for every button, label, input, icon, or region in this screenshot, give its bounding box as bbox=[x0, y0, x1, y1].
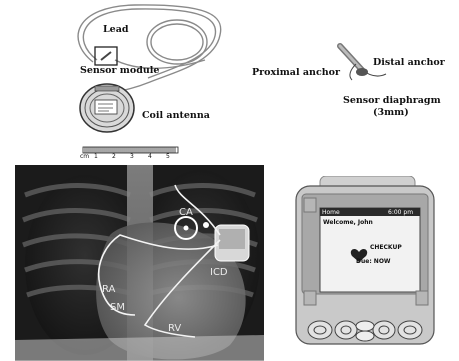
ruler-tick: 3 bbox=[130, 153, 134, 160]
ruler-tick: 1 bbox=[94, 153, 98, 160]
label-sensor-diaphragm: Sensor diaphragm bbox=[343, 95, 441, 106]
label-diaphragm-size: (3mm) bbox=[373, 107, 409, 118]
label-sm: SM bbox=[110, 302, 125, 313]
ruler-tick: 2 bbox=[112, 153, 116, 160]
chest-xray bbox=[15, 165, 264, 361]
pda-app-tab[interactable]: Home bbox=[322, 209, 340, 216]
ruler-unit: cm bbox=[80, 153, 89, 160]
pda-device: Home 6:00 pm Welcome, John CHECKUP Due: … bbox=[290, 176, 440, 346]
label-ca: CA bbox=[179, 207, 193, 218]
coil-antenna bbox=[80, 84, 134, 132]
label-rv: RV bbox=[168, 323, 181, 334]
label-lead: Lead bbox=[103, 24, 129, 35]
pda-welcome: Welcome, John bbox=[323, 219, 373, 226]
ruler-tick: 4 bbox=[148, 153, 152, 160]
pda-time: 6:00 pm bbox=[388, 209, 413, 216]
label-distal-anchor: Distal anchor bbox=[373, 57, 445, 68]
label-ra: RA bbox=[102, 284, 115, 295]
label-icd: ICD bbox=[210, 267, 228, 278]
label-coil-antenna: Coil antenna bbox=[142, 110, 210, 121]
pda-buttons bbox=[308, 321, 422, 341]
pda-due: Due: NOW bbox=[356, 258, 391, 265]
pda-checkup[interactable]: CHECKUP bbox=[370, 244, 402, 251]
label-proximal-anchor: Proximal anchor bbox=[252, 67, 340, 78]
xray-image bbox=[15, 165, 264, 361]
device-photo bbox=[55, 0, 265, 165]
label-sensor-module: Sensor module bbox=[80, 65, 159, 76]
ruler-tick: 5 bbox=[166, 153, 170, 160]
lead-coil-drawing bbox=[55, 0, 265, 165]
